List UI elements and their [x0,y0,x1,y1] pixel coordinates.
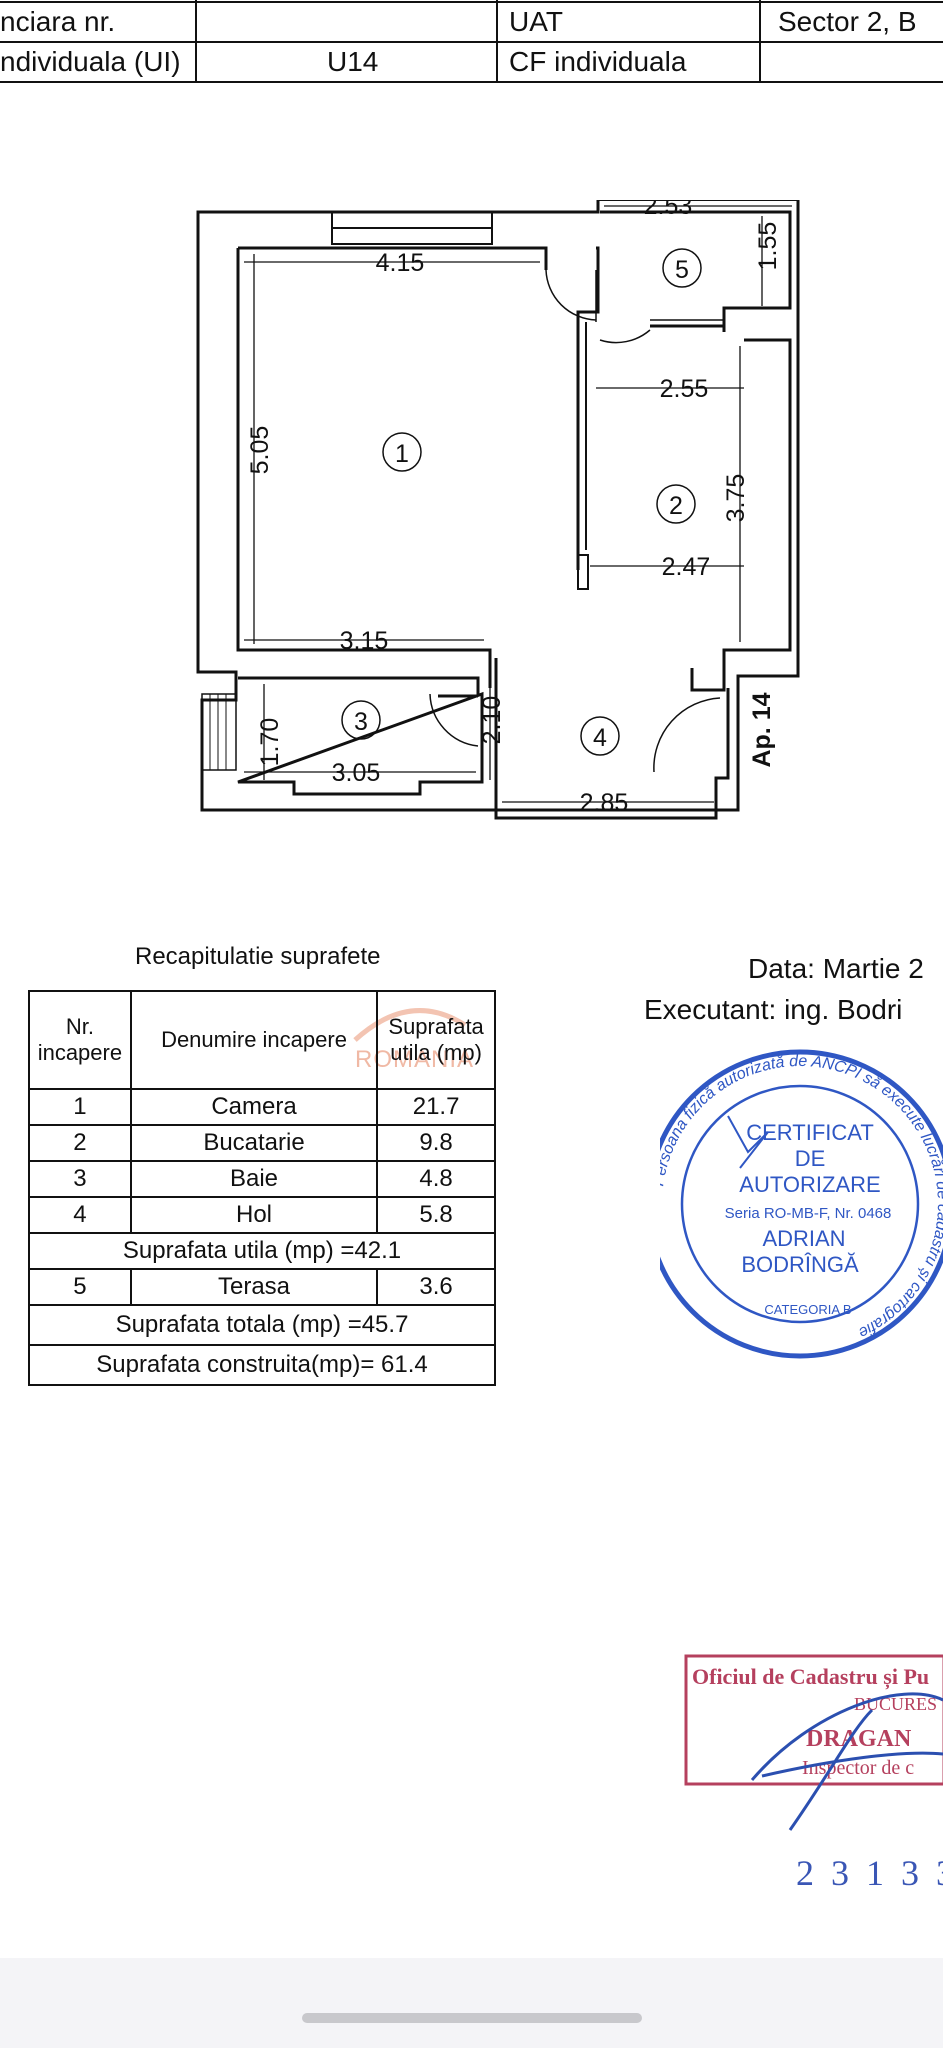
stamp-line-1: CERTIFICAT [746,1120,874,1145]
stamp-line-6: BODRÎNGĂ [741,1252,859,1277]
room-2-number: 2 [669,492,683,520]
dim-2-85: 2.85 [580,789,629,817]
authorization-stamp: Persoana fizică autorizată de ANCPI să e… [660,1049,943,1359]
header-area: Suprafata utila (mp) [376,990,496,1090]
dim-3-05: 3.05 [332,759,381,787]
table-row: 2 Bucatarie 9.8 [28,1124,496,1162]
dim-1-70: 1.70 [256,718,284,767]
row-area: 9.8 [376,1124,496,1162]
header-name: Denumire incapere [129,990,379,1090]
built-area: Suprafata construita(mp)= 61.4 [28,1344,496,1386]
room-1-number: 1 [395,440,409,468]
dim-4-15: 4.15 [376,249,425,277]
header-ui-label: ndividuala (UI) [0,46,181,77]
outer-wall [196,200,800,812]
header-uat-label: UAT [509,6,563,37]
table-row: 1 Camera 21.7 [28,1088,496,1126]
header-parcel-label: nciara nr. [0,6,116,37]
dim-2-10: 2.10 [478,696,506,745]
stamp-line-3: AUTORIZARE [739,1172,880,1197]
recap-title: Recapitulatie suprafete [135,943,381,970]
ocpi-line-4: Inspector de c [802,1757,914,1779]
stamp-line-5: ADRIAN [762,1226,845,1251]
stamp-category: CATEGORIA B [764,1302,851,1317]
stamp-ring-text: Persoana fizică autorizată de ANCPI să e… [660,1053,943,1341]
terrace-area: 3.6 [376,1268,496,1306]
table-header-row: Nr. incapere Denumire incapere Suprafata… [28,990,496,1090]
stamp-line-2: DE [795,1146,826,1171]
room-4-wall [494,658,730,820]
dim-3-75: 3.75 [722,474,750,523]
header-grid [0,0,943,83]
ocpi-line-1: Oficiul de Cadastru și Pu [692,1664,929,1690]
terrace-name: Terasa [129,1268,379,1306]
executant-text: Executant: ing. Bodri [644,994,903,1025]
apartment-label: Ap. 14 [748,692,776,767]
row-area: 5.8 [376,1196,496,1234]
row-area: 4.8 [376,1160,496,1198]
terrace-nr: 5 [28,1268,132,1306]
date-text: Data: Martie 2 [748,953,924,984]
room-1-wall [236,246,600,688]
room-5-wall [600,210,792,332]
dim-3-15: 3.15 [340,627,389,655]
row-name: Camera [129,1088,379,1126]
header-cf-label: CF individuala [509,46,687,77]
dim-2-55: 2.55 [660,375,709,403]
row-name: Baie [129,1160,379,1198]
ocpi-line-3: DRAGAN [806,1726,912,1752]
dim-2-47: 2.47 [662,553,711,581]
header-uat-value: Sector 2, B [778,6,917,37]
serial-number: 2 3 1 3 3' [796,1853,943,1893]
signature [750,1692,943,1831]
built-row: Suprafata construita(mp)= 61.4 [28,1344,496,1386]
row-nr: 4 [28,1196,132,1234]
dim-1-55: 1.55 [754,222,782,271]
bottom-bar [0,1958,943,2048]
row-area: 21.7 [376,1088,496,1126]
room-4-number: 4 [593,724,607,752]
util-total: Suprafata utila (mp) =42.1 [28,1232,496,1270]
room-3-wall [237,676,484,796]
row-name: Hol [129,1196,379,1234]
room-3-number: 3 [354,708,368,736]
header-table: nciara nr. UAT Sector 2, B ndividuala (U… [0,0,943,84]
table-row: 4 Hol 5.8 [28,1196,496,1234]
floor-plan: 2.53 1.55 4.15 5.05 2.55 3.75 2.47 3.15 … [196,200,800,820]
area-table: Nr. incapere Denumire incapere Suprafata… [28,990,496,1386]
svg-text:Persoana fizică autorizată de: Persoana fizică autorizată de ANCPI să e… [660,1053,943,1341]
table-row: 3 Baie 4.8 [28,1160,496,1198]
row-nr: 3 [28,1160,132,1198]
room-5-number: 5 [675,256,689,284]
header-ui-value: U14 [327,46,379,77]
header-nr: Nr. incapere [28,990,132,1090]
terrace-row: 5 Terasa 3.6 [28,1268,496,1306]
ocpi-stamp: Oficiul de Cadastru și Pu BUCURES DRAGAN… [684,1654,943,1831]
stamp-line-4: Seria RO-MB-F, Nr. 0468 [725,1205,892,1222]
total-area: Suprafata totala (mp) =45.7 [28,1304,496,1346]
row-nr: 1 [28,1088,132,1126]
total-row: Suprafata totala (mp) =45.7 [28,1304,496,1346]
util-total-row: Suprafata utila (mp) =42.1 [28,1232,496,1270]
dim-2-53: 2.53 [644,200,693,220]
home-indicator[interactable] [302,2013,642,2023]
dim-5-05: 5.05 [246,426,274,475]
stamp-signature-mark [727,1115,769,1169]
ocpi-line-2: BUCURES [854,1694,937,1714]
row-name: Bucatarie [129,1124,379,1162]
row-nr: 2 [28,1124,132,1162]
